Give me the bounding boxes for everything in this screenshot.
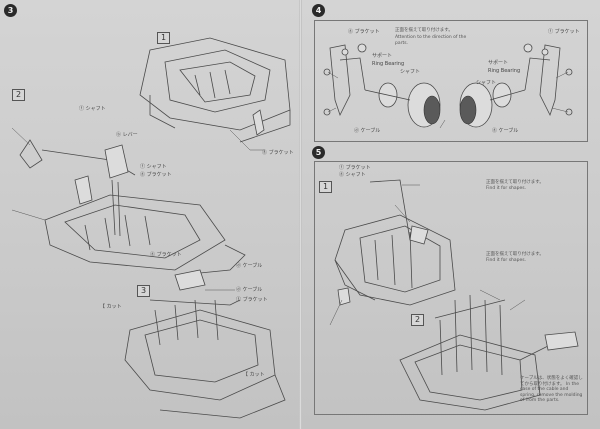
step3-label-cut: 【 カット (100, 304, 122, 310)
step5-note-1-jp: 正面を揃えて取り付けます。 (486, 180, 544, 185)
step4-label-ring-left: Ring Bearing (372, 61, 405, 67)
step5-note-3: ケーブルは、状態をよく確認してから取り付けます。 In the case of … (520, 376, 583, 403)
substep-2-box: 2 (12, 89, 25, 101)
step-3-number: 3 (4, 4, 17, 17)
step4-label-bracket-right: ⓕ ブラケット (548, 29, 580, 35)
step3-label-shaft: ⓕ シャフト (79, 106, 106, 112)
step5-note-2-jp: 正面を揃えて取り付けます。 (486, 252, 544, 257)
step3-label-bracket-2: ⓖ ブラケット (262, 150, 294, 156)
step4-leaders (323, 68, 573, 129)
step4-label-support-right: サポート (488, 60, 509, 66)
step4-note-jp: 正面を揃えて取り付けます。 (395, 28, 453, 33)
step-5-number: 5 (312, 146, 325, 159)
lever-assemblies (329, 43, 561, 117)
step5-note-2-en: Find it for shapes. (486, 258, 527, 263)
step5-chassis-2 (399, 289, 579, 411)
step5-substep-1-box: 1 (319, 181, 332, 193)
step4-label-shaft-left: シャフト (400, 69, 421, 75)
step4-label-ring-right: Ring Bearing (488, 68, 521, 74)
chassis-drawing-3 (124, 269, 286, 419)
substep-3-box: 3 (137, 285, 150, 297)
step3-label-bracket: ⓖ ブラケット (140, 172, 172, 178)
step5-label-bracket: ⓕ ブラケット (339, 165, 371, 171)
step5-label-shaft: ⓖ シャフト (339, 172, 366, 178)
chassis-drawing-2 (11, 127, 246, 276)
step4-label-bracket-left: ⓖ ブラケット (348, 29, 380, 35)
step4-label-cable-right: ⓖ ケーブル (492, 128, 519, 134)
step3-label-bracket-3: ⓕ ブラケット (236, 297, 268, 303)
step4-panel (314, 20, 588, 142)
step5-chassis-1 (329, 179, 456, 326)
step4-label-shaft-right: シャフト (476, 80, 497, 86)
step3-label-cut-2: 【 カット (243, 372, 265, 378)
step4-label-cable-left: ⓓ ケーブル (354, 128, 381, 134)
step-4-number: 4 (312, 4, 325, 17)
step4-label-support-left: サポート (372, 53, 393, 59)
step4-note-en: Attention to the direction of the parts. (395, 35, 467, 46)
step3-label-bracket-4: ⓖ ブラケット (150, 252, 182, 258)
step5-panel (314, 161, 588, 415)
step5-note-1-en: Find it for shapes. (486, 186, 527, 191)
chassis-drawing-1 (139, 37, 291, 151)
step3-label-cable: ⓓ ケーブル (236, 263, 263, 269)
ring-gears (364, 82, 526, 128)
step5-substep-2-box: 2 (411, 314, 424, 326)
substep-1-box: 1 (157, 32, 170, 44)
step3-label-cable-2: ⓓ ケーブル (236, 287, 263, 293)
page-fold (299, 0, 302, 429)
step3-label-lever: ⓑ レバー (116, 132, 138, 138)
step3-label-shaft-2: ⓕ シャフト (140, 164, 167, 170)
